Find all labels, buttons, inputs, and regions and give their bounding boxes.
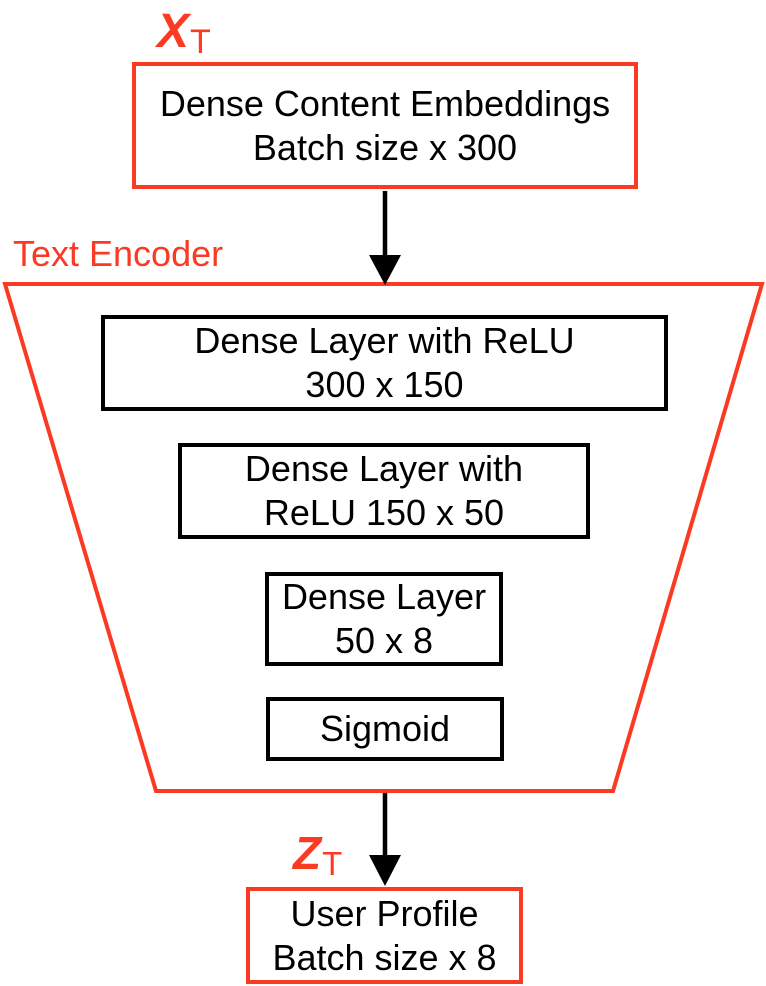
text-encoder-trapezoid [2, 282, 765, 793]
input-variable-symbol: X [157, 5, 190, 58]
output-box-user-profile: User Profile Batch size x 8 [246, 887, 523, 984]
layer-box-dense-50x8: Dense Layer 50 x 8 [265, 572, 503, 666]
arrow-head-icon [369, 255, 401, 285]
layer-box-dense-relu-300x150: Dense Layer with ReLU 300 x 150 [101, 315, 668, 411]
arrow-input-to-encoder [369, 191, 401, 285]
input-variable-label: XT [157, 5, 211, 60]
arrow-head-icon [369, 855, 401, 886]
layer-box-sigmoid: Sigmoid [266, 697, 504, 761]
input-variable-subscript: T [190, 23, 211, 61]
output-variable-label: ZT [293, 827, 342, 880]
output-variable-subscript: T [322, 845, 343, 882]
layer-box-dense-relu-150x50: Dense Layer with ReLU 150 x 50 [178, 443, 590, 539]
encoder-label: Text Encoder [13, 233, 224, 274]
input-box-dense-content-embeddings: Dense Content Embeddings Batch size x 30… [132, 62, 638, 189]
arrow-encoder-to-output [369, 793, 401, 886]
output-variable-symbol: Z [293, 827, 322, 879]
